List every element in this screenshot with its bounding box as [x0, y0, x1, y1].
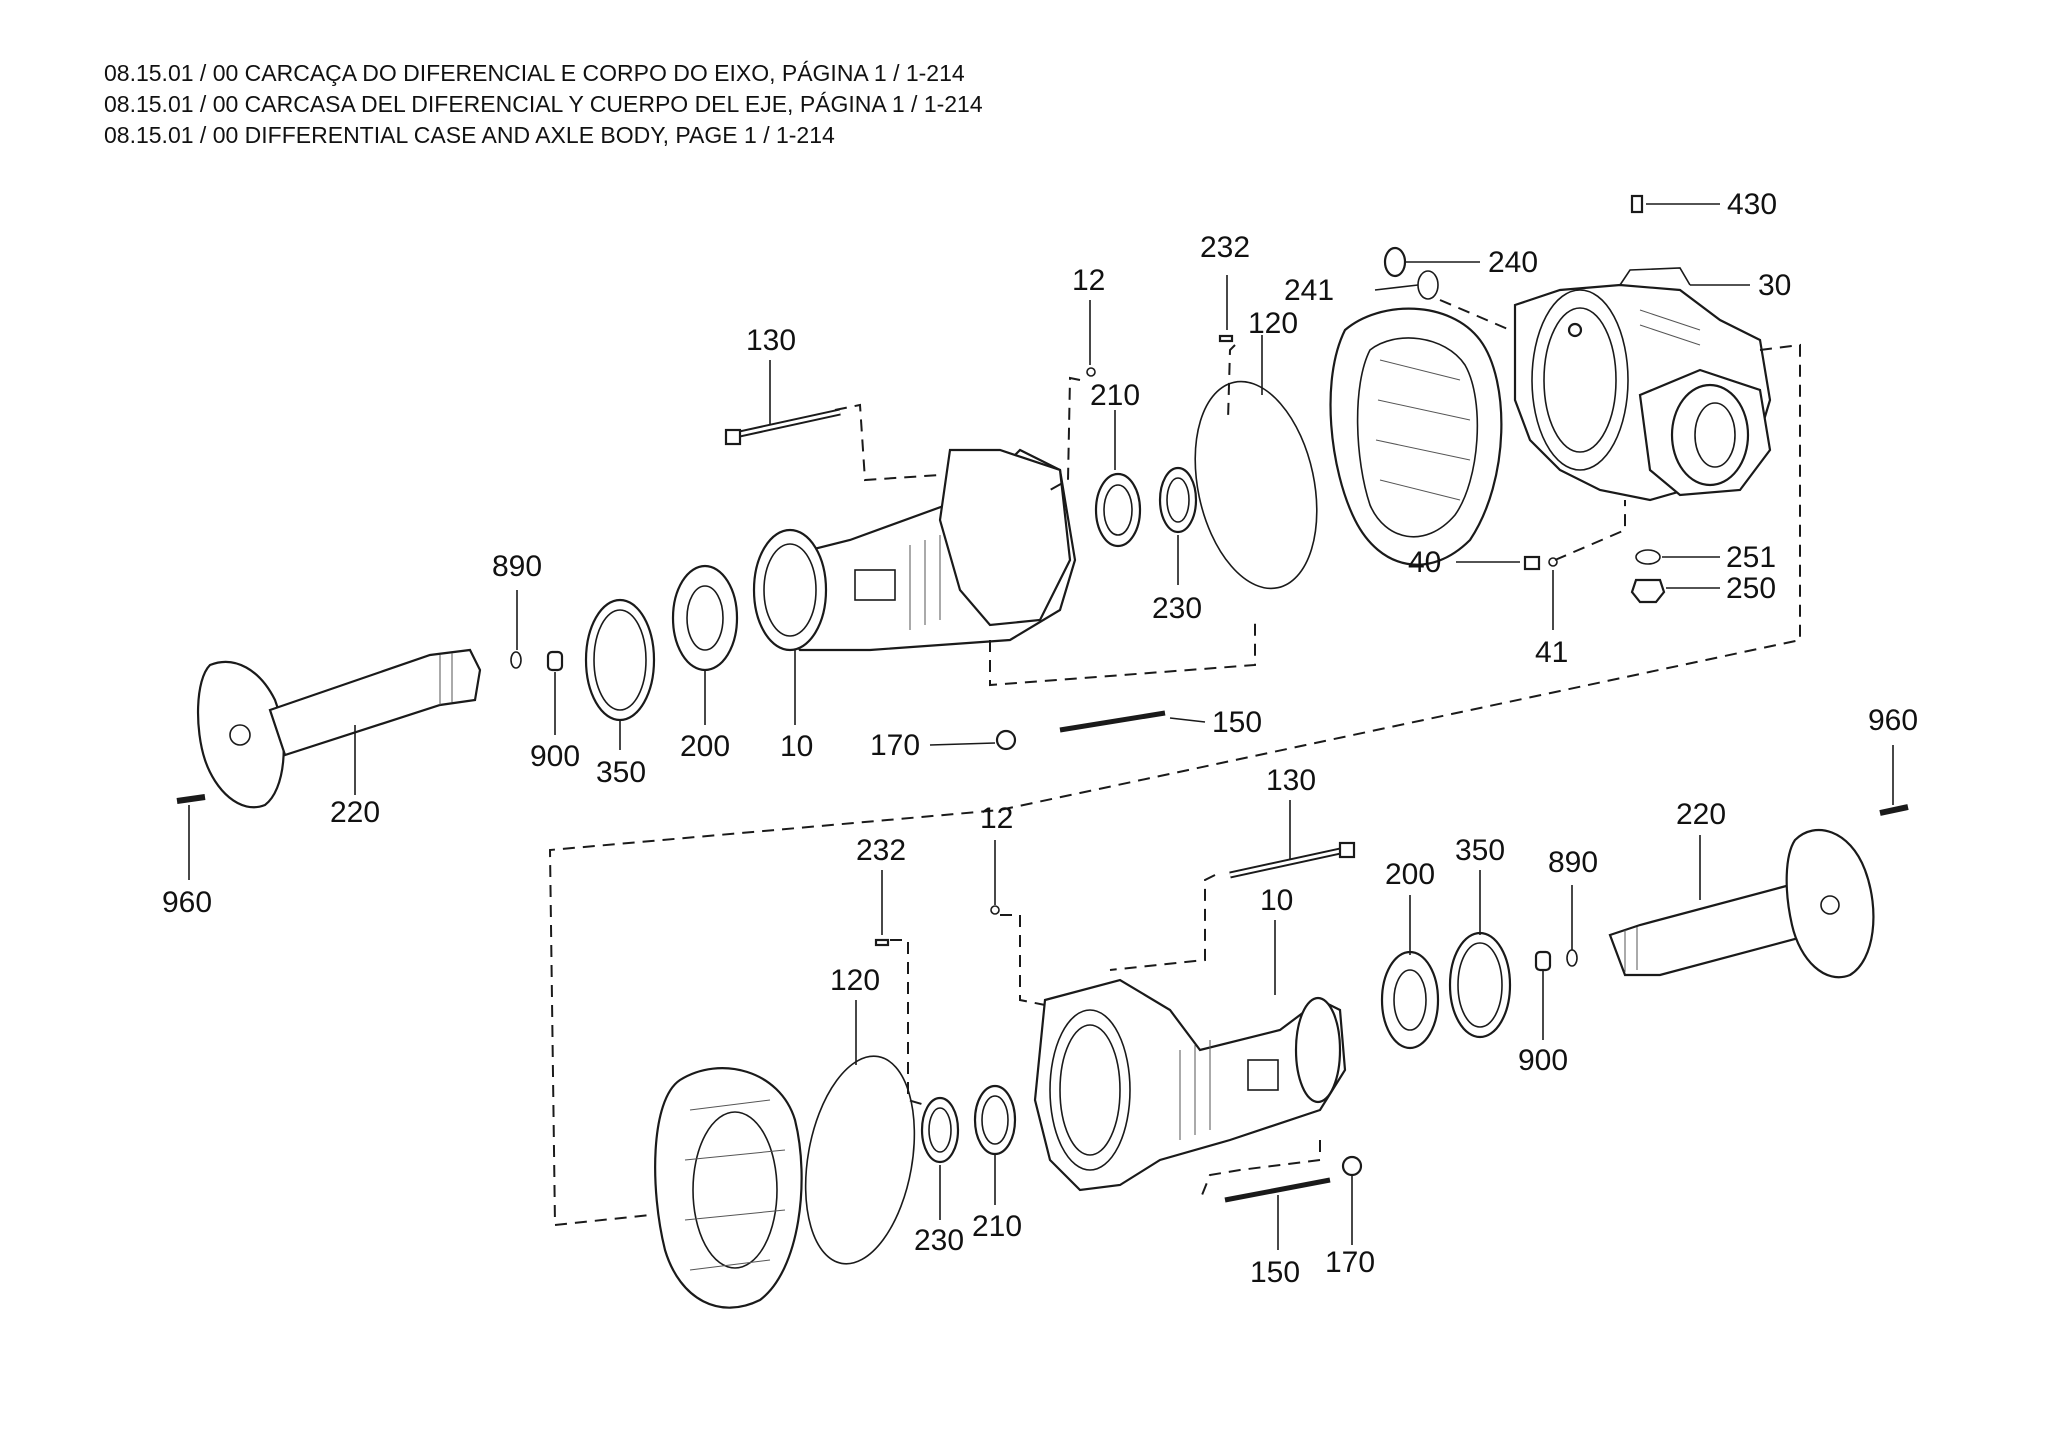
part-220-shaft-top — [196, 648, 482, 809]
callout-210: 210 — [1090, 379, 1140, 412]
leader-lines — [188, 203, 1894, 1250]
callout-900: 900 — [530, 740, 580, 773]
callout-232-b: 232 — [856, 834, 906, 867]
part-230-top — [1158, 466, 1198, 534]
part-900-bottom — [1534, 950, 1552, 972]
title-es: 08.15.01 / 00 CARCASA DEL DIFERENCIAL Y … — [104, 91, 983, 117]
part-cover-housing — [1329, 307, 1503, 566]
callout-241: 241 — [1284, 274, 1334, 307]
part-350-top — [584, 598, 656, 722]
part-210-top — [1094, 472, 1142, 548]
callout-10: 10 — [780, 730, 813, 763]
callout-960: 960 — [162, 886, 212, 919]
callout-170-b: 170 — [1325, 1246, 1375, 1279]
callout-200: 200 — [680, 730, 730, 763]
part-170-top — [995, 729, 1017, 751]
part-890-bottom — [1566, 949, 1578, 967]
part-960-bottom — [1879, 804, 1909, 816]
callout-labels: 430 240 241 30 232 12 120 130 210 230 40… — [162, 188, 1918, 1289]
part-170-bottom — [1341, 1155, 1363, 1177]
callout-200-b: 200 — [1385, 858, 1435, 891]
callout-250: 250 — [1726, 572, 1776, 605]
callout-210-b: 210 — [972, 1210, 1022, 1243]
callout-12: 12 — [1072, 264, 1105, 297]
callout-41: 41 — [1535, 636, 1568, 669]
callout-120-b: 120 — [830, 964, 880, 997]
part-cover-housing-bottom — [654, 1067, 803, 1309]
callout-220-b: 220 — [1676, 798, 1726, 831]
callout-130-b: 130 — [1266, 764, 1316, 797]
callout-890-b: 890 — [1548, 846, 1598, 879]
callout-350-b: 350 — [1455, 834, 1505, 867]
callout-240: 240 — [1488, 246, 1538, 279]
part-200-bottom — [1380, 950, 1440, 1050]
part-130-bolt-top — [724, 408, 841, 446]
part-axle-housing-10-top — [752, 448, 1077, 652]
part-350-bottom — [1448, 931, 1512, 1039]
callout-960-b: 960 — [1868, 704, 1918, 737]
callout-170: 170 — [870, 729, 920, 762]
callout-220: 220 — [330, 796, 380, 829]
part-12-bottom — [990, 905, 1000, 915]
part-200-top — [671, 564, 739, 672]
title-pt: 08.15.01 / 00 CARCAÇA DO DIFERENCIAL E C… — [104, 60, 965, 86]
part-960-top — [176, 794, 206, 804]
callout-230-b: 230 — [914, 1224, 964, 1257]
part-241 — [1417, 270, 1439, 300]
part-240 — [1383, 246, 1407, 278]
callout-251: 251 — [1726, 541, 1776, 574]
part-900-top — [546, 650, 564, 672]
part-120-top — [1194, 380, 1318, 590]
part-differential-case-30 — [1513, 267, 1772, 502]
callout-430: 430 — [1727, 188, 1777, 221]
part-890-top — [510, 651, 522, 669]
part-220-shaft-bottom — [1608, 828, 1875, 979]
part-12-top — [1086, 367, 1096, 377]
callout-12-b: 12 — [980, 802, 1013, 835]
part-232-top — [1218, 334, 1234, 343]
callout-230: 230 — [1152, 592, 1202, 625]
callout-232: 232 — [1200, 231, 1250, 264]
part-150-bottom — [1224, 1177, 1331, 1203]
callout-150: 150 — [1212, 706, 1262, 739]
part-120-bottom — [804, 1055, 916, 1265]
title-en: 08.15.01 / 00 DIFFERENTIAL CASE AND AXLE… — [104, 122, 835, 148]
part-axle-housing-10-bottom — [1033, 978, 1347, 1192]
part-251 — [1635, 549, 1661, 565]
callout-900-b: 900 — [1518, 1044, 1568, 1077]
part-230-bottom — [920, 1096, 960, 1164]
callout-130: 130 — [746, 324, 796, 357]
part-430 — [1630, 194, 1644, 214]
part-41 — [1548, 557, 1558, 567]
callout-10-b: 10 — [1260, 884, 1293, 917]
part-232-bottom — [874, 938, 890, 947]
callout-890: 890 — [492, 550, 542, 583]
callout-120: 120 — [1248, 307, 1298, 340]
part-130-bolt-bottom — [1229, 841, 1356, 879]
callout-350: 350 — [596, 756, 646, 789]
part-150-top — [1059, 710, 1166, 733]
callout-40: 40 — [1408, 546, 1441, 579]
callout-150-b: 150 — [1250, 1256, 1300, 1289]
part-40 — [1523, 555, 1541, 571]
callout-30: 30 — [1758, 269, 1791, 302]
page-titles: 08.15.01 / 00 CARCAÇA DO DIFERENCIAL E C… — [104, 58, 983, 151]
part-250 — [1630, 578, 1666, 604]
